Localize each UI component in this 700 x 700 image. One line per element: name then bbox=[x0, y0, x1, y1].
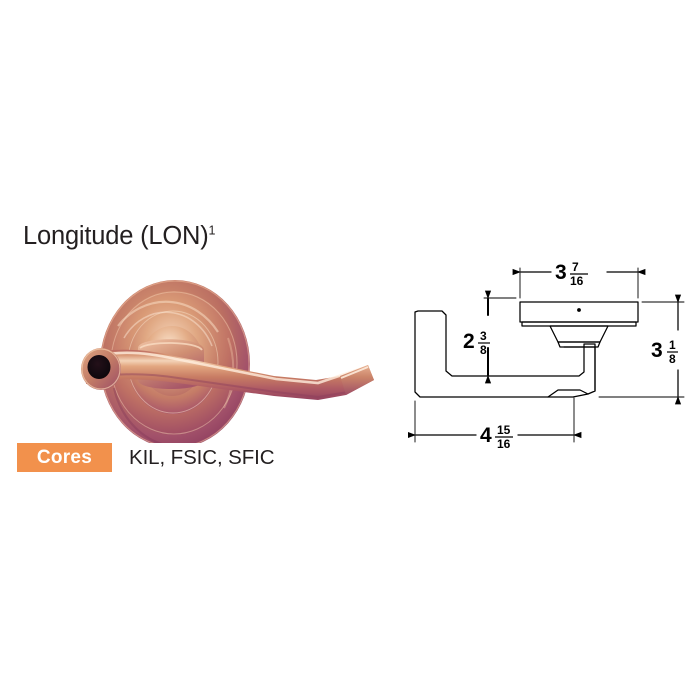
dim-whole-lever-clearance: 2 bbox=[463, 330, 475, 353]
product-title-text: Longitude (LON) bbox=[23, 222, 209, 250]
footnote-marker: 1 bbox=[208, 223, 216, 238]
keyway-opening bbox=[87, 355, 111, 379]
spindle-body bbox=[563, 346, 596, 392]
dim-whole-overall-length: 4 bbox=[480, 424, 492, 447]
rose-plate-edge bbox=[521, 321, 637, 327]
rose-neck-collar bbox=[557, 341, 601, 348]
dim-numerator-rose-width: 7 bbox=[572, 260, 579, 274]
lever-profile-outline bbox=[414, 310, 596, 398]
dim-numerator-overall-length: 15 bbox=[497, 423, 511, 437]
dim-whole-rose-width: 3 bbox=[555, 261, 567, 284]
dimension-label-overall-length: 4 15 16 bbox=[480, 423, 513, 451]
cores-badge: Cores bbox=[17, 443, 112, 472]
dimension-label-overall-height: 3 1 8 bbox=[651, 338, 678, 366]
dimension-label-rose-width: 3 7 16 bbox=[555, 260, 588, 288]
dimension-overall-height bbox=[598, 294, 685, 405]
lever-underside-crease bbox=[547, 389, 589, 398]
lever-product-image bbox=[78, 268, 378, 443]
lever-keyway-cap bbox=[81, 348, 121, 390]
cores-row: Cores KIL, FSIC, SFIC bbox=[17, 443, 275, 472]
dimension-overall-length bbox=[408, 397, 582, 443]
dimension-lever-clearance bbox=[467, 290, 517, 384]
rose-center-dot bbox=[577, 308, 581, 312]
dim-denominator-lever-clearance: 8 bbox=[480, 343, 487, 357]
dim-denominator-overall-height: 8 bbox=[669, 352, 676, 366]
rose-plate bbox=[519, 301, 639, 323]
dimension-rose-width bbox=[512, 267, 646, 299]
rose-neck bbox=[549, 325, 609, 343]
dim-numerator-overall-height: 1 bbox=[669, 338, 676, 352]
dim-denominator-rose-width: 16 bbox=[570, 274, 584, 288]
dim-whole-overall-height: 3 bbox=[651, 339, 663, 362]
dim-numerator-lever-clearance: 3 bbox=[480, 329, 487, 343]
page-title: Longitude (LON)1 bbox=[23, 222, 216, 250]
dim-denominator-overall-length: 16 bbox=[497, 437, 511, 451]
technical-drawing: 3 7 16 2 3 8 3 1 8 4 15 bbox=[408, 252, 700, 454]
dimension-label-lever-clearance: 2 3 8 bbox=[463, 329, 490, 357]
cores-values: KIL, FSIC, SFIC bbox=[129, 445, 275, 469]
